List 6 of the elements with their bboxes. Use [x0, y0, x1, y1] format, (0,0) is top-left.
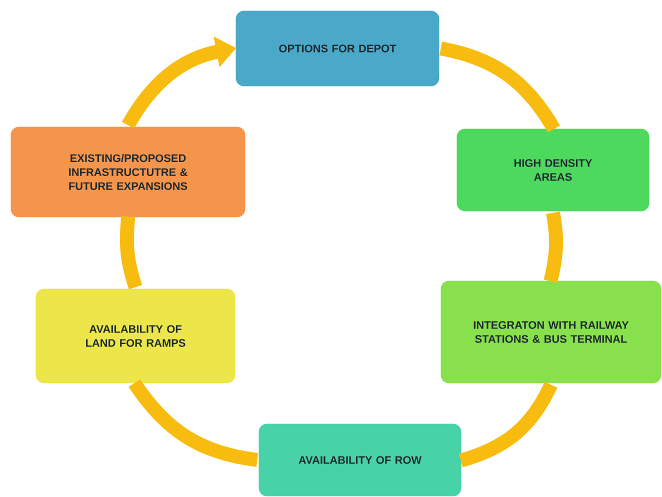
process-box: OPTIONS FOR DEPOT	[234, 9, 441, 88]
process-box: HIGH DENSITY AREAS	[455, 127, 651, 213]
process-box: AVAILABILITY OF ROW	[257, 422, 463, 497]
process-box: INTEGRATON WITH RAILWAY STATIONS & BUS TERMINAL	[439, 279, 662, 385]
process-box: AVAILABILITY OF LAND FOR RAMPS	[34, 287, 237, 385]
process-box: EXISTING/PROPOSED INFRASTRUCTUTRE & FUTURE EXPANSIONS	[9, 125, 247, 219]
